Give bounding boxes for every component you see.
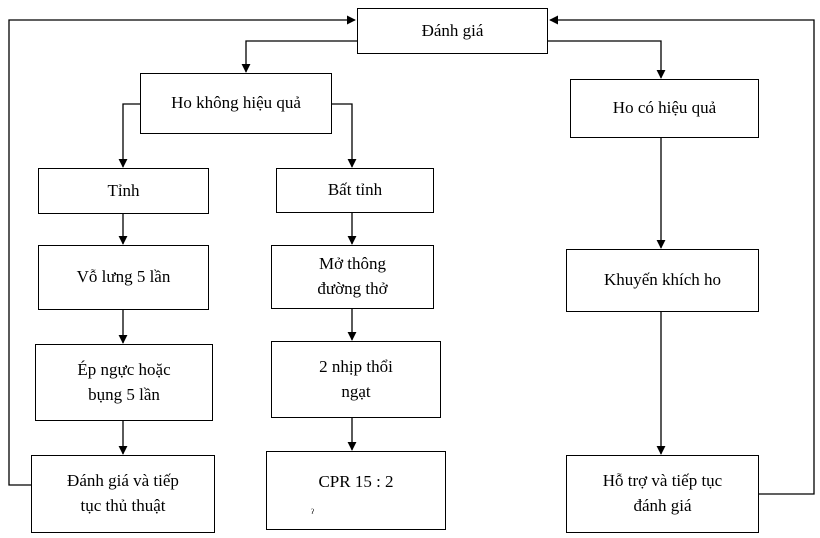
node-ho-co-hieu-qua: Ho có hiệu quả bbox=[570, 79, 759, 138]
node-danh-gia-tiep-line2: tục thủ thuật bbox=[80, 496, 166, 515]
node-ho-tro-line2: đánh giá bbox=[633, 496, 692, 515]
node-ep-nguc-line2: bụng 5 lần bbox=[88, 384, 160, 404]
node-bat-tinh-label: Bất tỉnh bbox=[327, 180, 383, 200]
node-ep-nguc: Ép ngực hoặc bụng 5 lần bbox=[35, 344, 213, 421]
node-mo-thong-line2: đường thở bbox=[317, 279, 388, 298]
cpr-stray-mark: ˀ bbox=[311, 506, 314, 520]
node-hai-nhip-line2: ngạt bbox=[341, 381, 371, 401]
node-danh-gia-tiep-line1: Đánh giá và tiếp bbox=[67, 471, 179, 491]
node-danh-gia-tiep: Đánh giá và tiếp tục thủ thuật bbox=[31, 455, 215, 533]
node-bat-tinh: Bất tỉnh bbox=[276, 168, 434, 213]
edge-loop-right-to-danh-gia bbox=[549, 15, 815, 495]
node-tinh: Tỉnh bbox=[38, 168, 209, 214]
node-ho-khong-hieu-qua: Ho không hiệu quả bbox=[140, 73, 332, 134]
node-danh-gia: Đánh giá bbox=[357, 8, 548, 54]
edge-ho-khong-to-bat-tinh bbox=[332, 103, 357, 168]
node-khuyen-khich: Khuyến khích ho bbox=[566, 249, 759, 312]
node-vo-lung: Vỗ lưng 5 lần bbox=[38, 245, 209, 310]
node-hai-nhip-line1: 2 nhịp thổi bbox=[319, 356, 393, 376]
node-ho-co-hieu-qua-label: Ho có hiệu quả bbox=[612, 98, 717, 118]
edge-loop-left-to-danh-gia bbox=[8, 15, 356, 486]
node-vo-lung-label: Vỗ lưng 5 lần bbox=[76, 267, 171, 287]
node-cpr: CPR 15 : 2 bbox=[266, 451, 446, 530]
node-mo-thong-line1: Mở thông bbox=[318, 254, 387, 274]
node-danh-gia-label: Đánh giá bbox=[421, 20, 484, 40]
edge-danh-gia-to-ho-khong-hieu-qua bbox=[241, 40, 357, 73]
node-khuyen-khich-label: Khuyến khích ho bbox=[603, 270, 722, 290]
node-hai-nhip: 2 nhịp thổi ngạt bbox=[271, 341, 441, 418]
node-ho-khong-hieu-qua-label: Ho không hiệu quả bbox=[171, 93, 301, 113]
node-cpr-label: CPR 15 : 2 bbox=[318, 472, 394, 491]
node-ho-tro-line1: Hỗ trợ và tiếp tục bbox=[602, 471, 723, 491]
node-mo-thong: Mở thông đường thở bbox=[271, 245, 434, 309]
node-ho-tro: Hỗ trợ và tiếp tục đánh giá bbox=[566, 455, 759, 533]
node-ep-nguc-line1: Ép ngực hoặc bbox=[77, 359, 171, 379]
edge-ho-khong-to-tinh bbox=[118, 103, 140, 168]
node-tinh-label: Tỉnh bbox=[107, 180, 140, 200]
edge-danh-gia-to-ho-co-hieu-qua bbox=[548, 40, 666, 79]
